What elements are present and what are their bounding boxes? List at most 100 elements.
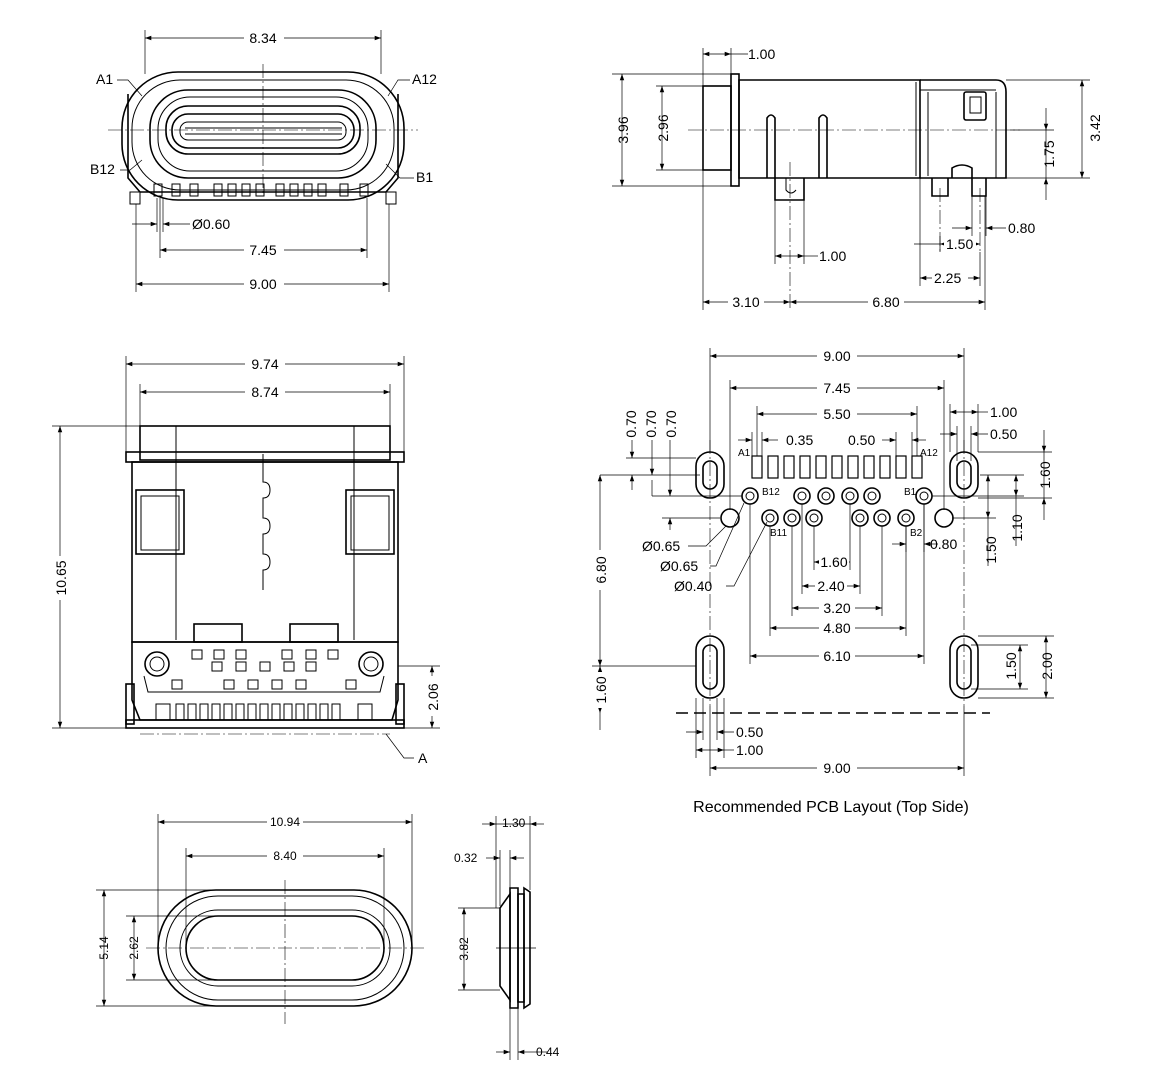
svg-text:Ø0.65: Ø0.65: [642, 538, 680, 554]
svg-text:3.42: 3.42: [1087, 114, 1103, 141]
dim-pcb-480: 4.80: [769, 526, 907, 636]
dim-pcb-745: 7.45: [729, 380, 945, 510]
callout-a: A: [385, 733, 428, 766]
dim-side-center-height: 1.75: [1010, 108, 1057, 200]
front-pins: [129, 183, 397, 205]
svg-text:2.96: 2.96: [655, 114, 671, 141]
svg-text:2.40: 2.40: [817, 578, 844, 594]
label-a1: A1: [96, 71, 113, 87]
svg-text:0.44: 0.44: [536, 1045, 560, 1059]
dim-pcb-right-050: 0.50: [940, 426, 1017, 461]
svg-text:2.00: 2.00: [1039, 652, 1055, 679]
svg-text:4.80: 4.80: [823, 620, 850, 636]
svg-text:0.70: 0.70: [663, 410, 679, 437]
dim-pcb-b100: 1.00: [695, 698, 763, 758]
svg-text:Ø0.60: Ø0.60: [192, 216, 230, 232]
dim-pcb-slot150: 1.50: [971, 644, 1028, 690]
front-view: A1 A12 B12 B1 8.34 Ø0.60 7.45 9.00: [90, 30, 437, 292]
svg-text:1.50: 1.50: [1003, 652, 1019, 679]
leader-d065b: Ø0.65: [660, 502, 745, 574]
dim-seal-outer-h: 5.14: [96, 889, 285, 1007]
svg-text:10.94: 10.94: [270, 815, 300, 829]
pcb-label-a1: A1: [738, 448, 751, 459]
svg-text:0.50: 0.50: [736, 724, 763, 740]
svg-text:7.45: 7.45: [823, 380, 850, 396]
dim-front-hole-pitch: 7.45: [159, 198, 368, 258]
svg-text:0.35: 0.35: [786, 432, 813, 448]
svg-text:8.74: 8.74: [251, 384, 278, 400]
dim-side-body-len: 6.80: [790, 196, 986, 310]
dim-top-tail: 2.06: [398, 665, 441, 729]
connector-front-outline: [108, 64, 418, 205]
svg-text:3.10: 3.10: [732, 294, 759, 310]
dim-pcb-680: 6.80: [592, 475, 696, 667]
svg-text:7.45: 7.45: [249, 242, 276, 258]
pcb-label-a12: A12: [920, 448, 938, 459]
svg-text:1.75: 1.75: [1041, 140, 1057, 167]
dim-pcb-240: 2.40: [801, 504, 861, 594]
dim-side-height: 3.96: [612, 73, 731, 187]
svg-text:1.00: 1.00: [748, 46, 775, 62]
svg-text:2.06: 2.06: [425, 683, 441, 710]
svg-text:1.50: 1.50: [983, 536, 999, 563]
dim-side-front-len: 3.10: [702, 170, 790, 310]
svg-text:3.82: 3.82: [457, 937, 471, 961]
dim-seal-outer-w: 10.94: [157, 814, 413, 948]
svg-text:6.80: 6.80: [593, 556, 609, 583]
svg-text:3.96: 3.96: [615, 116, 631, 143]
dim-front-width-top: 8.34: [144, 30, 382, 74]
svg-text:5.50: 5.50: [823, 406, 850, 422]
dim-pcb-900-top: 9.00: [709, 348, 965, 452]
svg-text:1.60: 1.60: [593, 676, 609, 703]
pcb-layout: A1 A12 B12 B1 B11 B2 9.00 7.45 5.50 0.35: [592, 348, 1055, 816]
dim-pcb-160-left: 1.60: [592, 666, 609, 730]
svg-text:1.50: 1.50: [946, 236, 973, 252]
dim-seal-gap: 0.44: [496, 1008, 560, 1060]
dim-side-flange: 1.00: [702, 46, 775, 86]
pcb-label-b1: B1: [904, 487, 917, 498]
svg-text:Ø0.40: Ø0.40: [674, 578, 712, 594]
label-b12: B12: [90, 161, 115, 177]
leader-d065a: Ø0.65: [642, 525, 727, 554]
svg-text:8.34: 8.34: [249, 30, 276, 46]
svg-text:1.00: 1.00: [990, 404, 1017, 420]
pcb-label-b11: B11: [770, 528, 787, 539]
side-view: 1.00 3.96 2.96 3.42 1.75 0.80 1.50: [612, 46, 1103, 310]
seal-side-view: 1.30 0.32 3.82 0.44: [454, 816, 560, 1060]
dim-top-width-flange: 9.74: [125, 356, 405, 452]
label-b1: B1: [416, 169, 433, 185]
svg-text:9.74: 9.74: [251, 356, 278, 372]
dim-side-peg-offset: 1.50: [914, 236, 980, 252]
svg-text:5.14: 5.14: [97, 936, 111, 960]
dim-seal-height: 3.82: [457, 907, 500, 991]
svg-text:6.10: 6.10: [823, 648, 850, 664]
dim-side-peg-width: 0.80: [952, 196, 1035, 236]
dim-front-width-bottom: 9.00: [135, 204, 390, 292]
leader-d040: Ø0.40: [674, 521, 768, 594]
dim-pcb-550: 5.50: [756, 406, 918, 456]
dim-top-width-body: 8.74: [139, 384, 391, 426]
dim-pcb-160-right: 1.60: [978, 430, 1053, 520]
svg-text:0.80: 0.80: [930, 536, 957, 552]
seal-front-view: 10.94 8.40 5.14 2.62: [96, 814, 424, 1024]
dim-side-peg-back: 2.25: [919, 178, 981, 286]
dim-pcb-b900: 9.00: [709, 706, 965, 776]
dim-pcb-320: 3.20: [791, 526, 883, 616]
svg-text:9.00: 9.00: [823, 348, 850, 364]
dim-seal-rib: 0.32: [454, 850, 524, 906]
pcb-label-b2: B2: [910, 528, 923, 539]
svg-text:1.60: 1.60: [1037, 461, 1053, 488]
svg-text:Ø0.65: Ø0.65: [660, 558, 698, 574]
dim-front-hole-dia: Ø0.60: [132, 198, 230, 232]
svg-text:1.30: 1.30: [502, 816, 526, 830]
svg-text:0.80: 0.80: [1008, 220, 1035, 236]
svg-text:1.10: 1.10: [1009, 514, 1025, 541]
dim-pcb-right-100: 1.00: [949, 404, 1017, 452]
pcb-label-b12: B12: [762, 487, 780, 498]
dim-pcb-b050: 0.50: [686, 698, 763, 740]
svg-text:6.80: 6.80: [872, 294, 899, 310]
label-a12: A12: [412, 71, 437, 87]
svg-text:10.65: 10.65: [53, 560, 69, 595]
svg-text:0.32: 0.32: [454, 851, 478, 865]
